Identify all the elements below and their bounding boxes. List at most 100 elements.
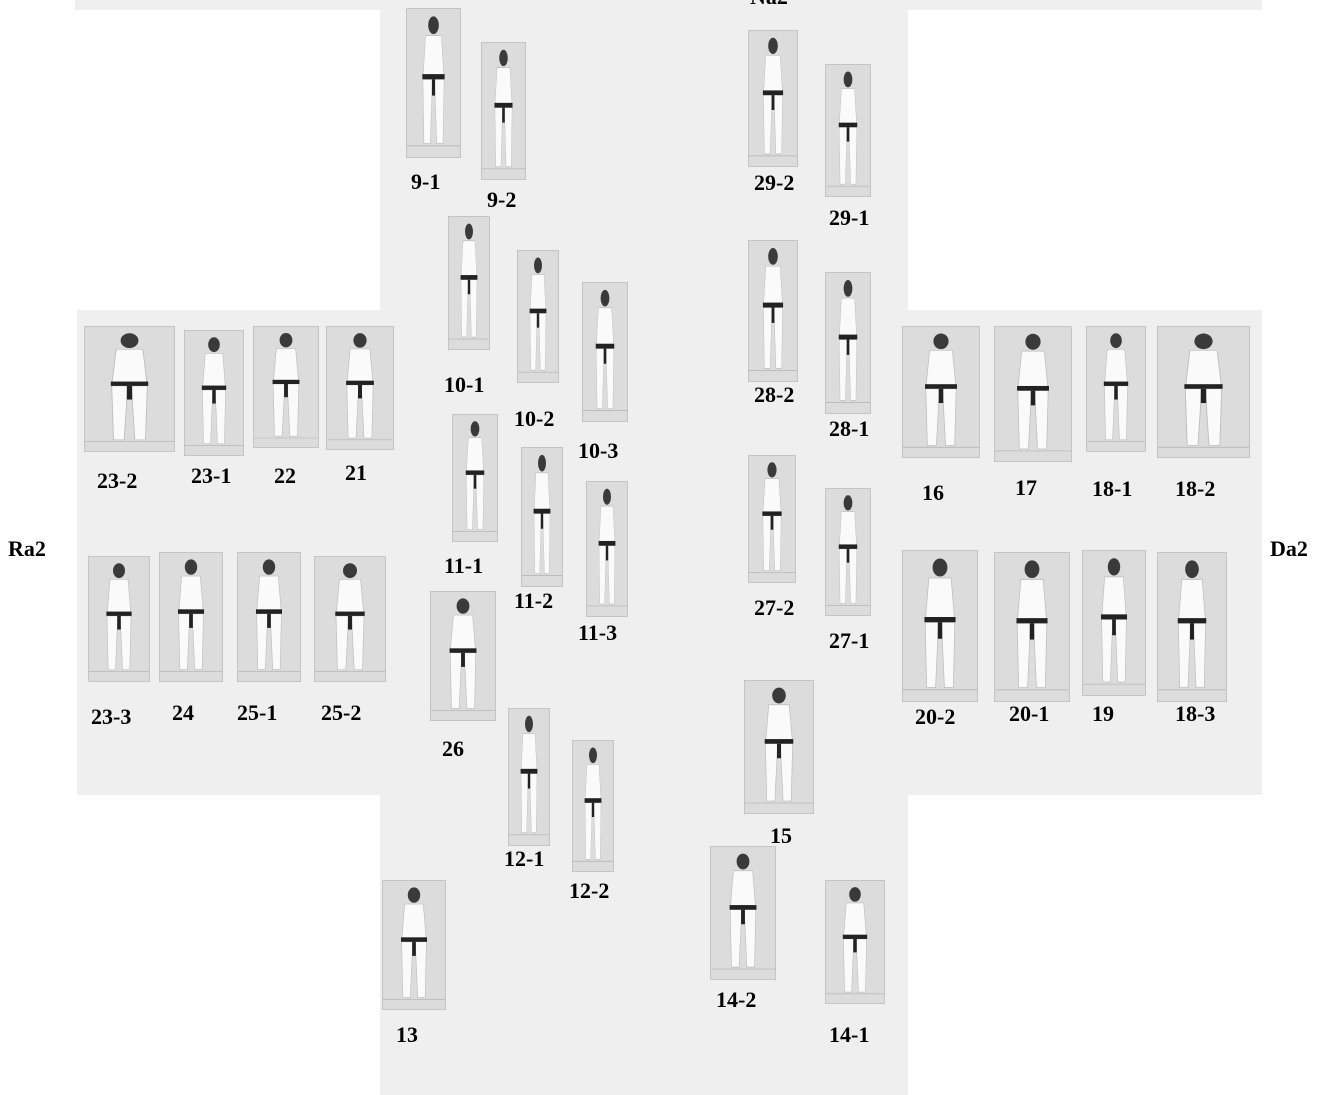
figure-silhouette <box>522 448 562 586</box>
figure-label-17: 17 <box>1015 477 1037 499</box>
figure-silhouette <box>826 881 884 1003</box>
figure-label-19: 19 <box>1092 703 1114 725</box>
photo-11-2 <box>521 447 563 587</box>
photo-14-1 <box>825 880 885 1004</box>
photo-10-3 <box>582 282 628 422</box>
figure-label-23-2: 23-2 <box>97 470 137 492</box>
figure-label-11-2: 11-2 <box>514 590 553 612</box>
figure-label-26: 26 <box>442 738 464 760</box>
figure-silhouette <box>1083 551 1145 695</box>
figure-silhouette <box>238 553 300 681</box>
figure-label-18-1: 18-1 <box>1092 478 1132 500</box>
photo-9-2 <box>481 42 526 180</box>
figure-silhouette <box>711 847 775 979</box>
photo-27-2 <box>748 455 796 583</box>
figure-silhouette <box>160 553 222 681</box>
photo-23-3 <box>88 556 150 682</box>
figure-label-14-2: 14-2 <box>716 989 756 1011</box>
photo-26 <box>430 591 496 721</box>
figure-label-21: 21 <box>345 462 367 484</box>
figure-silhouette <box>509 709 549 845</box>
photo-19 <box>1082 550 1146 696</box>
figure-silhouette <box>89 557 149 681</box>
photo-25-2 <box>314 556 386 682</box>
figure-label-23-3: 23-3 <box>91 706 131 728</box>
figure-silhouette <box>185 331 243 455</box>
figure-label-23-1: 23-1 <box>191 465 231 487</box>
photo-14-2 <box>710 846 776 980</box>
figure-label-14-1: 14-1 <box>829 1024 869 1046</box>
figure-label-18-3: 18-3 <box>1175 703 1215 725</box>
figure-label-27-1: 27-1 <box>829 630 869 652</box>
figure-silhouette <box>995 327 1071 461</box>
photo-15 <box>744 680 814 814</box>
photo-25-1 <box>237 552 301 682</box>
figure-label-12-2: 12-2 <box>569 880 609 902</box>
photo-11-3 <box>586 481 628 617</box>
photo-23-1 <box>184 330 244 456</box>
photo-13 <box>382 880 446 1010</box>
photo-17 <box>994 326 1072 462</box>
figure-silhouette <box>749 31 797 166</box>
figure-silhouette <box>254 327 318 447</box>
photo-9-1 <box>406 8 461 158</box>
photo-27-1 <box>825 488 871 616</box>
photo-12-2 <box>572 740 614 872</box>
figure-silhouette <box>1158 553 1226 701</box>
figure-silhouette <box>518 251 558 382</box>
direction-label-right: Da2 <box>1270 538 1308 560</box>
photo-24 <box>159 552 223 682</box>
photo-21 <box>326 326 394 450</box>
figure-silhouette <box>903 327 979 457</box>
figure-silhouette <box>903 551 977 701</box>
figure-silhouette <box>1158 327 1249 457</box>
figure-label-9-1: 9-1 <box>411 171 440 193</box>
photo-10-1 <box>448 216 490 350</box>
figure-label-24: 24 <box>172 702 194 724</box>
figure-label-28-1: 28-1 <box>829 418 869 440</box>
photo-12-1 <box>508 708 550 846</box>
top-strip <box>75 0 1262 10</box>
photo-16 <box>902 326 980 458</box>
photo-23-2 <box>84 326 175 452</box>
photo-29-1 <box>825 64 871 197</box>
figure-silhouette <box>583 283 627 421</box>
figure-label-10-3: 10-3 <box>578 440 618 462</box>
photo-28-1 <box>825 272 871 414</box>
figure-silhouette <box>315 557 385 681</box>
figure-label-20-2: 20-2 <box>915 706 955 728</box>
figure-silhouette <box>745 681 813 813</box>
figure-label-25-2: 25-2 <box>321 702 361 724</box>
figure-silhouette <box>482 43 525 179</box>
photo-18-3 <box>1157 552 1227 702</box>
figure-silhouette <box>327 327 393 449</box>
figure-label-25-1: 25-1 <box>237 702 277 724</box>
photo-20-2 <box>902 550 978 702</box>
figure-label-29-1: 29-1 <box>829 207 869 229</box>
figure-silhouette <box>749 456 795 582</box>
figure-label-16: 16 <box>922 482 944 504</box>
photo-10-2 <box>517 250 559 383</box>
figure-silhouette <box>383 881 445 1009</box>
photo-29-2 <box>748 30 798 167</box>
photo-28-2 <box>748 240 798 382</box>
figure-label-28-2: 28-2 <box>754 384 794 406</box>
figure-label-12-1: 12-1 <box>504 848 544 870</box>
figure-label-13: 13 <box>396 1024 418 1046</box>
figure-silhouette <box>749 241 797 381</box>
figure-silhouette <box>826 273 870 413</box>
figure-silhouette <box>431 592 495 720</box>
photo-11-1 <box>452 414 498 542</box>
figure-label-11-1: 11-1 <box>444 555 483 577</box>
photo-20-1 <box>994 552 1070 702</box>
figure-silhouette <box>1087 327 1145 451</box>
figure-silhouette <box>587 482 627 616</box>
figure-label-11-3: 11-3 <box>578 622 617 644</box>
figure-silhouette <box>995 553 1069 701</box>
figure-label-29-2: 29-2 <box>754 172 794 194</box>
figure-label-9-2: 9-2 <box>487 189 516 211</box>
top-partial-label: Na2 <box>750 0 788 8</box>
photo-22 <box>253 326 319 448</box>
photo-18-2 <box>1157 326 1250 458</box>
figure-silhouette <box>407 9 460 157</box>
